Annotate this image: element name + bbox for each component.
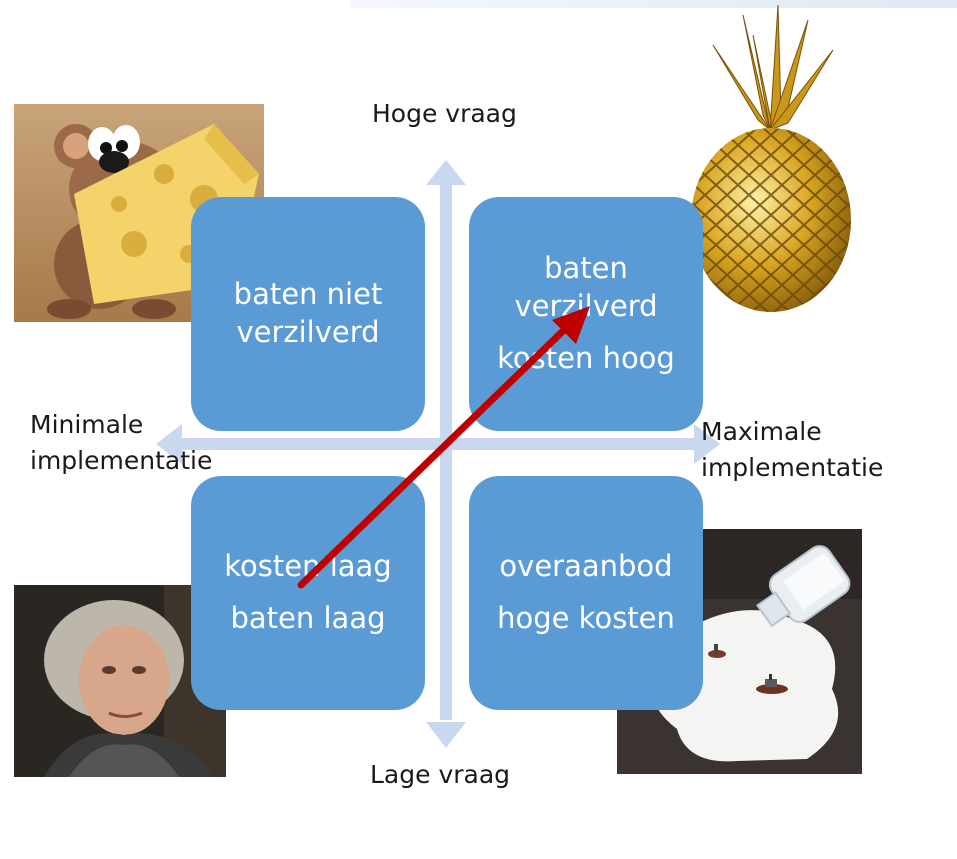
axis-label-left-line2: implementatie: [30, 446, 213, 476]
up-arrowhead: [426, 160, 466, 185]
quadrant-top-left-line1: baten niet: [233, 277, 383, 312]
right-arrowhead: [694, 424, 720, 464]
axis-label-left-line1: Minimale: [30, 410, 144, 439]
axis-label-right-line1: Maximale: [701, 417, 822, 446]
quadrant-top-right-line2: verzilverd: [514, 289, 658, 324]
quadrant-top-left-line2: verzilverd: [236, 315, 380, 349]
axis-label-right-line2: implementatie: [701, 453, 884, 483]
quadrant-bottom-left-line2: baten laag: [230, 601, 386, 635]
down-arrowhead: [426, 722, 466, 748]
quadrant-bottom-left: kosten laag baten laag: [191, 476, 425, 710]
axis-label-bottom: Lage vraag: [370, 760, 511, 789]
quadrant-top-left: baten niet verzilverd: [191, 197, 425, 431]
quadrant-top-right: baten verzilverd kosten hoog: [469, 197, 703, 431]
quadrant-bottom-right-line1: overaanbod: [499, 549, 673, 584]
quadrant-bottom-left-line1: kosten laag: [224, 549, 392, 584]
photo-golden-pineapple: [683, 5, 858, 315]
axis-label-top: Hoge vraag: [372, 99, 517, 128]
photo-old-man-portrait: [14, 585, 226, 777]
quadrant-top-right-line1: baten: [544, 251, 628, 286]
quadrant-top-right-line3: kosten hoog: [497, 340, 675, 375]
axis-label-right: Maximale implementatie: [701, 414, 883, 487]
axis-label-left: Minimale implementatie: [30, 407, 212, 480]
horizontal-axis: [178, 438, 698, 450]
top-decorative-bar: [350, 0, 957, 8]
left-arrowhead: [156, 424, 182, 464]
quadrant-bottom-right: overaanbod hoge kosten: [469, 476, 703, 710]
quadrant-bottom-right-line2: hoge kosten: [497, 601, 675, 635]
